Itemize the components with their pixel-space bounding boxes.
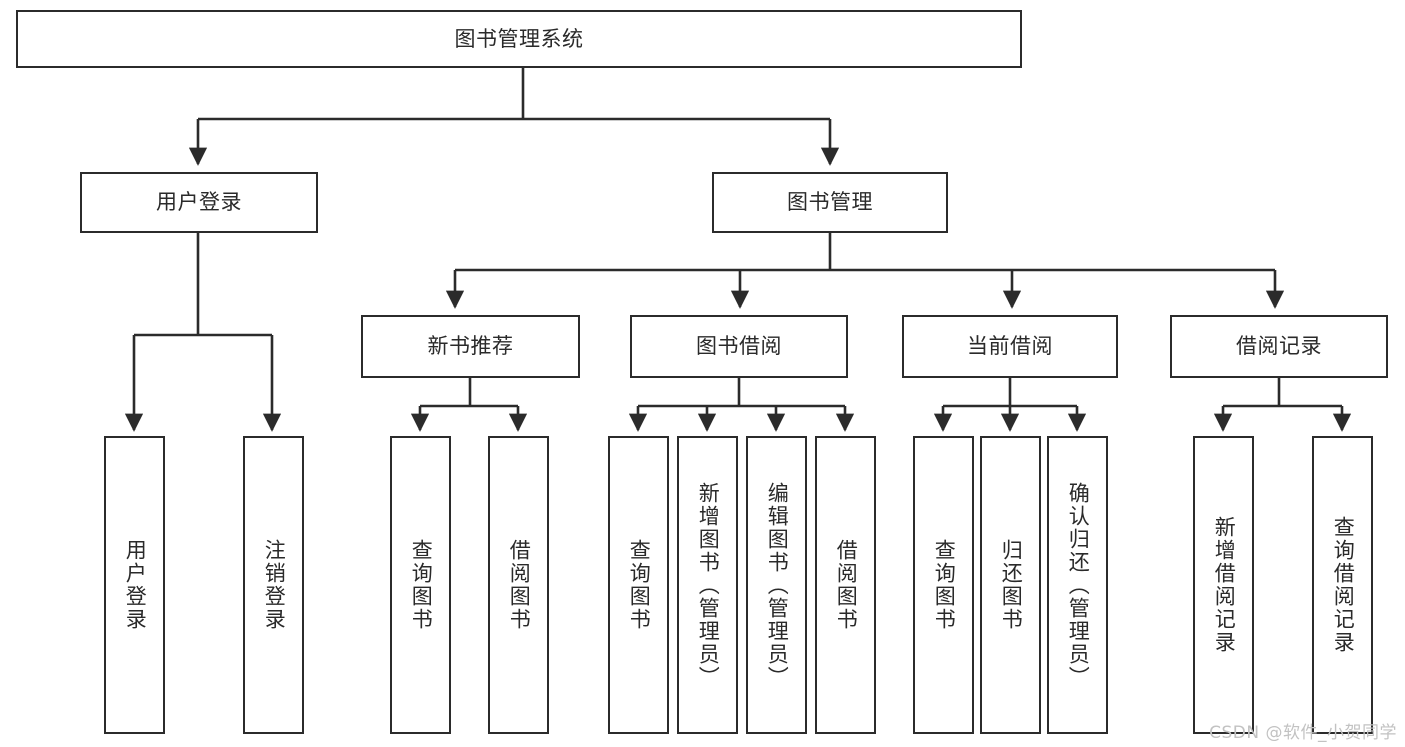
node-label: 借阅记录 <box>1236 334 1322 359</box>
leaf-user-logout[interactable]: 注销登录 <box>243 436 304 734</box>
node-label: 借阅图书 <box>507 539 532 631</box>
leaf-borrow-add-book[interactable]: 新增图书（管理员） <box>677 436 738 734</box>
node-label: 编辑图书（管理员） <box>765 481 790 689</box>
node-label: 确认归还（管理员） <box>1066 481 1091 689</box>
node-label: 用户登录 <box>156 190 242 215</box>
node-label: 新增图书（管理员） <box>696 481 721 689</box>
node-root-book-management-system[interactable]: 图书管理系统 <box>16 10 1022 68</box>
node-label: 图书管理系统 <box>454 26 584 51</box>
node-book-borrow[interactable]: 图书借阅 <box>630 315 848 378</box>
node-label: 新书推荐 <box>427 334 514 359</box>
node-label: 借阅图书 <box>834 539 859 631</box>
node-label: 新增借阅记录 <box>1212 516 1237 654</box>
leaf-record-query[interactable]: 查询借阅记录 <box>1312 436 1373 734</box>
node-label: 当前借阅 <box>967 334 1053 359</box>
node-book-management[interactable]: 图书管理 <box>712 172 948 233</box>
leaf-current-query-book[interactable]: 查询图书 <box>913 436 974 734</box>
node-current-borrow[interactable]: 当前借阅 <box>902 315 1118 378</box>
node-label: 查询借阅记录 <box>1331 516 1356 654</box>
leaf-record-add[interactable]: 新增借阅记录 <box>1193 436 1254 734</box>
node-user-login[interactable]: 用户登录 <box>80 172 318 233</box>
node-new-book-recommend[interactable]: 新书推荐 <box>361 315 580 378</box>
leaf-new-book-query[interactable]: 查询图书 <box>390 436 451 734</box>
leaf-borrow-borrow-book[interactable]: 借阅图书 <box>815 436 876 734</box>
node-label: 图书借阅 <box>696 334 782 359</box>
node-label: 图书管理 <box>787 190 873 215</box>
node-borrow-record[interactable]: 借阅记录 <box>1170 315 1388 378</box>
leaf-borrow-edit-book[interactable]: 编辑图书（管理员） <box>746 436 807 734</box>
leaf-new-book-borrow[interactable]: 借阅图书 <box>488 436 549 734</box>
leaf-current-confirm-return[interactable]: 确认归还（管理员） <box>1047 436 1108 734</box>
leaf-current-return-book[interactable]: 归还图书 <box>980 436 1041 734</box>
leaf-borrow-query-book[interactable]: 查询图书 <box>608 436 669 734</box>
node-label: 用户登录 <box>123 539 148 631</box>
node-label: 查询图书 <box>627 539 652 631</box>
node-label: 注销登录 <box>262 539 287 631</box>
leaf-user-login[interactable]: 用户登录 <box>104 436 165 734</box>
node-label: 查询图书 <box>932 539 957 631</box>
node-label: 查询图书 <box>409 539 434 631</box>
node-label: 归还图书 <box>999 539 1024 631</box>
